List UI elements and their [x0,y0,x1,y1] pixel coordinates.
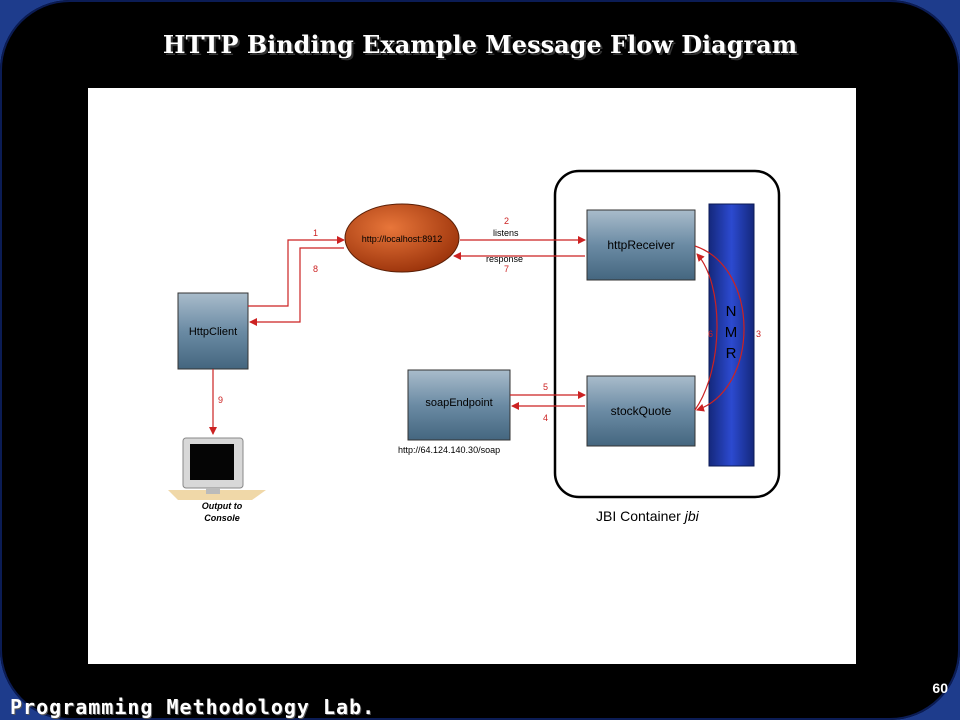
http-receiver-box [586,209,696,281]
edge-6-arrow [694,253,718,411]
edge-8-arrow [249,247,344,326]
edge-6-label: 6 [708,329,713,339]
footer-lab-name: Programming Methodology Lab. [10,695,376,719]
edge-1-label: 1 [313,228,318,238]
nmr-letter-n: N [726,303,737,320]
edge-8-label: 8 [313,264,318,274]
stock-quote-box [586,375,696,447]
diagram-panel: JBI Container jbi N M R httpReceiver sto… [88,88,856,664]
stock-quote-label: stockQuote [611,404,672,418]
edge-1-arrow [248,236,345,307]
nmr-letter-r: R [726,345,737,362]
edge-2-label: 2 [504,216,509,226]
soap-url-label: http://64.124.140.30/soap [398,445,500,455]
jbi-container [553,169,781,499]
soap-endpoint-label: soapEndpoint [425,397,492,409]
edge-7-label: 7 [504,264,509,274]
localhost-label: http://localhost:8912 [362,234,443,244]
localhost-ellipse [344,203,460,273]
http-client-box [177,292,249,370]
edge-2-text: listens [493,228,519,238]
http-receiver-label: httpReceiver [607,238,674,252]
slide-title: HTTP Binding Example Message Flow Diagra… [162,30,798,59]
edge-7-text: response [486,254,523,264]
edge-3-label: 3 [756,329,761,339]
edge-9-label: 9 [218,395,223,405]
jbi-container-label: JBI Container jbi [596,508,700,524]
nmr-letter-m: M [725,324,738,341]
page-number: 60 [932,680,948,696]
http-client-label: HttpClient [189,326,237,338]
edge-4-label: 4 [543,413,548,423]
message-flow-diagram: JBI Container jbi N M R httpReceiver sto… [168,169,781,524]
console-monitor-icon [168,437,266,500]
edge-5-label: 5 [543,382,548,392]
soap-endpoint-box [407,369,511,441]
console-label-line2: Console [204,513,240,523]
console-label-line1: Output to [202,501,243,511]
edge-3-arrow [694,245,745,412]
